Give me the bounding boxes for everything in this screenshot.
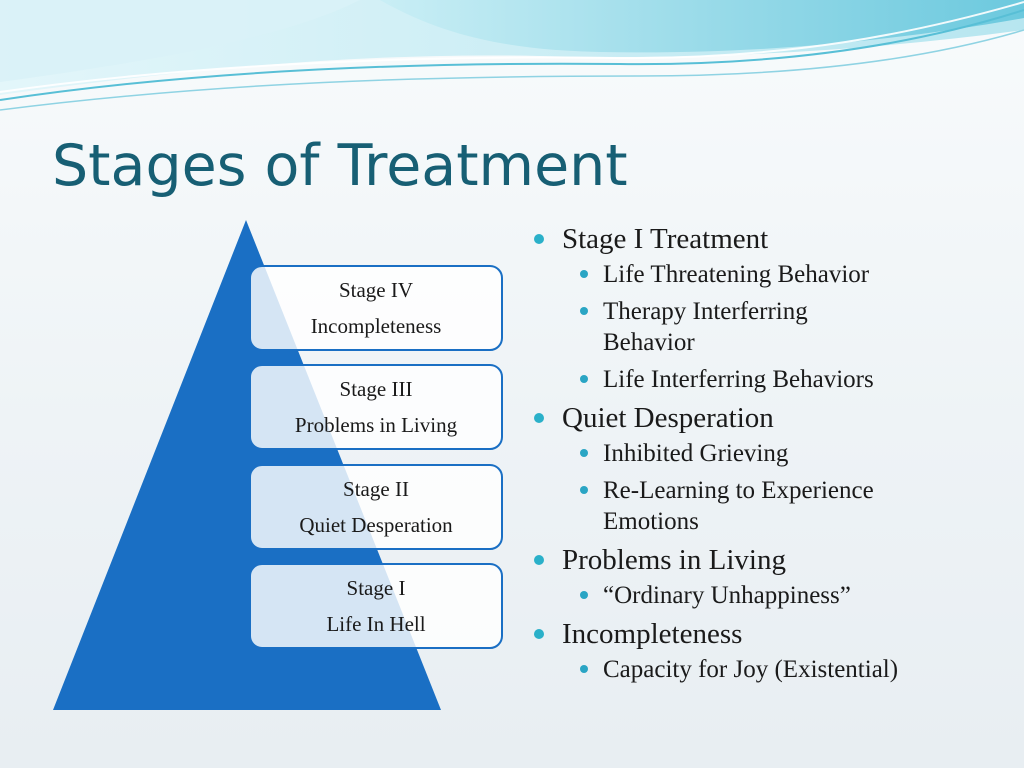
stage-box-1-label: Life In Hell (326, 612, 426, 636)
wave-line-3 (0, 1, 1024, 93)
stage-box-1: Stage I Life In Hell (249, 563, 503, 649)
header-wave-decoration (0, 0, 1024, 111)
wave-band-light (0, 0, 360, 82)
stage-box-4-name: Stage IV (338, 278, 414, 302)
outline-item: Life Interferring Behaviors (562, 364, 1010, 395)
stage-box-1-name: Stage I (346, 576, 406, 600)
stage-box-4-label: Incompleteness (310, 314, 442, 338)
treatment-outline: Stage I Treatment Life Threatening Behav… (530, 218, 1010, 691)
wave-line-1 (0, 9, 1024, 101)
stage-box-2-label: Quiet Desperation (299, 513, 453, 537)
outline-heading: Quiet Desperation (562, 402, 774, 434)
outline-item: Re-Learning to Experience Emotions (562, 475, 963, 537)
outline-item: Therapy Interferring Behavior (562, 296, 893, 358)
outline-item: “Ordinary Unhappiness” (562, 580, 1010, 611)
wave-line-2 (0, 29, 1024, 111)
stage-box-4: Stage IV Incompleteness (249, 265, 503, 351)
outline-item: Inhibited Grieving (562, 438, 1010, 469)
slide-title: Stages of Treatment (52, 133, 628, 199)
stage-box-2-name: Stage II (343, 477, 409, 501)
stage-box-3-label: Problems in Living (294, 413, 458, 437)
stage-box-2: Stage II Quiet Desperation (249, 464, 503, 550)
outline-section-incompleteness: Incompleteness Capacity for Joy (Existen… (530, 617, 1010, 685)
outline-section-stage-i: Stage I Treatment Life Threatening Behav… (530, 222, 1010, 395)
stage-box-3: Stage III Problems in Living (249, 364, 503, 450)
outline-section-problems-in-living: Problems in Living “Ordinary Unhappiness… (530, 543, 1010, 611)
outline-item: Capacity for Joy (Existential) (562, 654, 1010, 685)
stage-box-3-name: Stage III (339, 377, 413, 401)
outline-item: Life Threatening Behavior (562, 259, 1010, 290)
outline-heading: Incompleteness (562, 618, 743, 650)
outline-heading: Stage I Treatment (562, 223, 769, 255)
outline-section-quiet-desperation: Quiet Desperation Inhibited Grieving Re-… (530, 401, 1010, 537)
outline-heading: Problems in Living (562, 544, 786, 576)
